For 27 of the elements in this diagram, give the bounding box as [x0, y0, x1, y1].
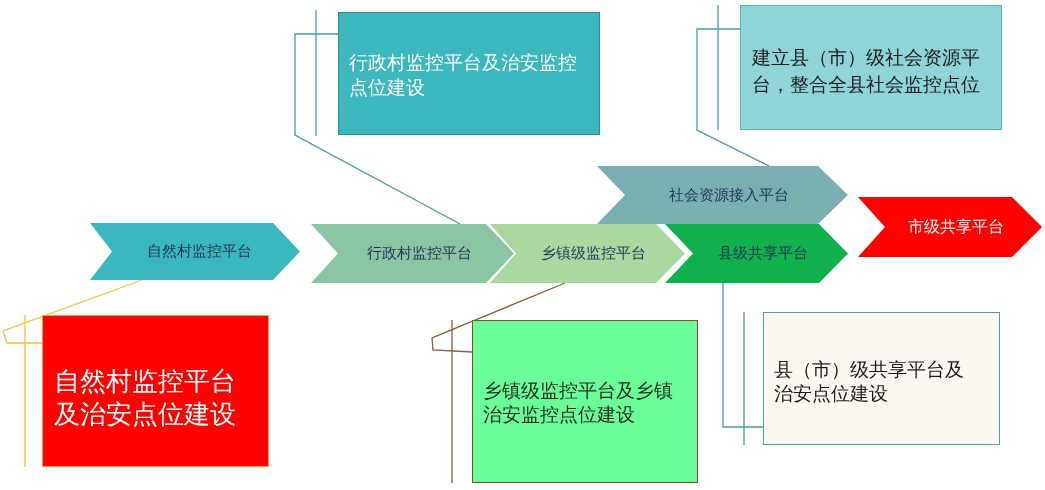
leader-line [294, 33, 461, 225]
leader-line [722, 282, 764, 428]
node-text: 乡镇级监控平台 [540, 243, 646, 265]
node-text: 乡镇级监控平台及乡镇治安监控点位建设 [483, 377, 674, 426]
chevron-step [597, 166, 848, 224]
leader-line [2, 279, 143, 344]
callout-box [338, 12, 600, 135]
node-text: 市级共享平台 [908, 216, 1004, 238]
chevron-step [311, 224, 514, 283]
callout-box [472, 320, 698, 483]
node-text: 县（市）级共享平台及治安点位建设 [774, 356, 965, 405]
node-text: 自然村监控平台 [146, 241, 252, 263]
chevron-step [490, 224, 685, 283]
node-text: 行政村监控平台及治安监控点位建设 [349, 50, 578, 100]
node-text: 行政村监控平台 [366, 243, 472, 265]
leader-line [696, 28, 770, 167]
chevron-step [858, 197, 1042, 257]
leader-line [431, 282, 566, 353]
callout-box [42, 315, 269, 467]
node-text: 县级共享平台 [718, 243, 809, 265]
node-text: 建立县（市）级社会资源平台，整合全县社会监控点位 [752, 45, 981, 97]
callout-box [763, 312, 1000, 445]
node-text: 自然村监控平台及治安点位建设 [54, 365, 237, 431]
chevron-step [665, 224, 848, 283]
callout-box [740, 5, 1002, 130]
node-text: 社会资源接入平台 [669, 184, 789, 206]
chevron-step [90, 223, 300, 280]
